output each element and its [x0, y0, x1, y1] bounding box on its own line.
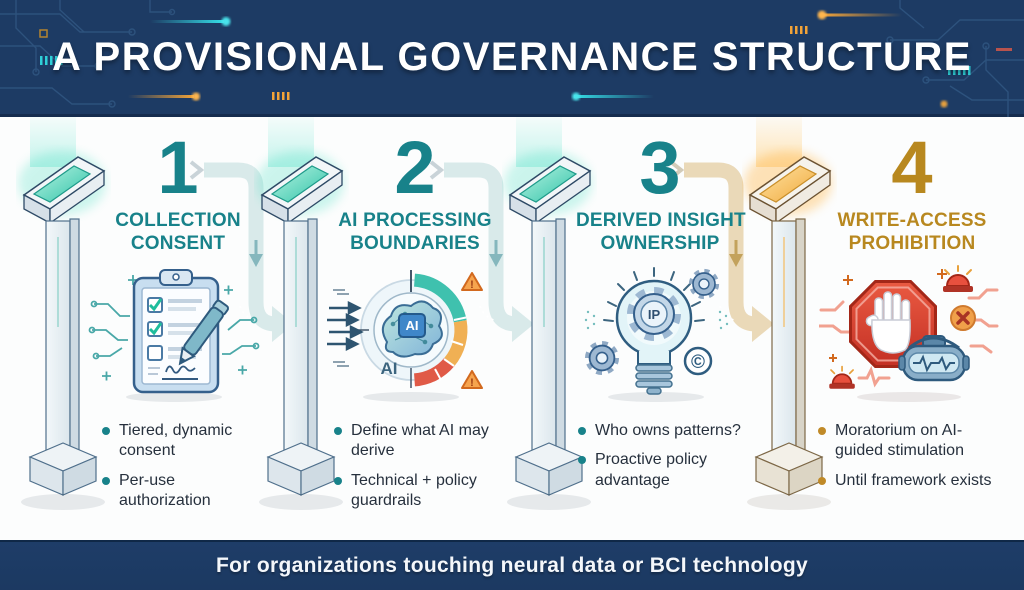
bullet-dot: [334, 426, 342, 435]
ip-lightbulb-icon: IP ©: [584, 266, 729, 402]
svg-text:!: !: [470, 377, 474, 389]
bullet-dot: [818, 426, 826, 435]
warning-triangle-icon: !: [461, 369, 483, 389]
bulb-base: [635, 363, 673, 395]
bullet-item: Who owns patterns?: [578, 421, 744, 441]
bullet-item: Per-use authorization: [102, 471, 256, 512]
column-collection-consent: 1 COLLECTION CONSENT: [16, 117, 262, 540]
clipboard-consent-icon: [88, 268, 260, 402]
svg-text:AI: AI: [381, 359, 398, 378]
signature: [148, 365, 198, 380]
svg-text:©: ©: [691, 352, 705, 373]
bullet-item: Proactive policy advantage: [578, 450, 744, 491]
pillar-graphic: [18, 117, 106, 510]
bullet-list: Who owns patterns? Proactive policy adva…: [576, 421, 744, 491]
column-ai-processing-boundaries: 2 AI PROCESSING BOUNDARIES: [254, 117, 500, 540]
bullet-dot: [578, 456, 586, 465]
x-circle-icon: [950, 304, 976, 331]
pillar-graphic: [744, 117, 832, 510]
column-derived-insight-ownership: 3 DERIVED INSIGHT OWNERSHIP: [502, 117, 748, 540]
step-number: 3: [639, 126, 681, 209]
bullet-item: Tiered, dynamic consent: [102, 421, 256, 462]
dot-texture: [584, 310, 729, 329]
pen: [178, 299, 229, 365]
main-area: 1 COLLECTION CONSENT: [0, 117, 1024, 540]
svg-text:IP: IP: [648, 307, 661, 322]
column-write-access-prohibition: 4 WRITE-ACCESS PROHIBITION: [742, 117, 1018, 540]
bullet-item: Until framework exists: [818, 471, 998, 491]
step-number: 1: [157, 126, 199, 209]
siren-icon: [829, 365, 855, 389]
circuit-decoration: [0, 0, 1024, 117]
step-number: 4: [891, 126, 933, 209]
ip-gear: IP: [627, 286, 681, 341]
bullet-list: Define what AI may derive Technical + po…: [332, 421, 498, 512]
connector-arrow-3-4: [669, 160, 774, 342]
bullet-list: Tiered, dynamic consent Per-use authoriz…: [100, 421, 256, 512]
waveform: [913, 353, 955, 373]
stop-hand: [865, 290, 911, 354]
ai-brain-gauge-icon: AI AI ! !: [327, 269, 483, 402]
step-title: DERIVED INSIGHT OWNERSHIP: [576, 210, 746, 254]
pillar-graphic: [256, 117, 344, 510]
bullet-item: Moratorium on AI-guided stimulation: [818, 421, 998, 462]
siren-icon: [943, 264, 973, 292]
gear-icon: [584, 340, 620, 375]
connector-arrow-2-3: [429, 160, 534, 342]
sparkles: [829, 268, 947, 362]
footer-tagline: For organizations touching neural data o…: [216, 554, 808, 577]
circuit-traces: [88, 274, 260, 381]
step-title: AI PROCESSING BOUNDARIES: [338, 210, 492, 254]
vr-headset: [898, 334, 970, 381]
bullet-dot: [334, 476, 342, 485]
footer-banner: For organizations touching neural data o…: [0, 540, 1024, 590]
connector-arrow-1-2: [189, 160, 294, 342]
input-arrows: [327, 300, 364, 351]
bullet-item: Define what AI may derive: [334, 421, 498, 462]
bullet-dot: [818, 476, 826, 485]
pillar-graphic: [504, 117, 592, 510]
svg-text:AI: AI: [406, 318, 419, 333]
bullet-dot: [578, 426, 586, 435]
page-title: A PROVISIONAL GOVERNANCE STRUCTURE: [52, 34, 972, 79]
header-banner: A PROVISIONAL GOVERNANCE STRUCTURE: [0, 0, 1024, 117]
ai-chip: [398, 312, 426, 338]
copyright-icon: ©: [683, 346, 713, 375]
bulb-rays: [603, 266, 705, 322]
svg-text:!: !: [470, 279, 474, 291]
warning-triangle-icon: !: [461, 271, 483, 291]
bullet-item: Technical + policy guardrails: [334, 471, 498, 512]
bullet-list: Moratorium on AI-guided stimulation Unti…: [816, 421, 998, 491]
bullet-dot: [102, 476, 110, 485]
stop-hand-vr-icon: [817, 264, 999, 402]
gear-icon: [688, 268, 720, 299]
step-title: COLLECTION CONSENT: [115, 210, 241, 254]
bullet-dot: [102, 426, 110, 435]
pulse-traces: [817, 288, 999, 388]
step-title: WRITE-ACCESS PROHIBITION: [837, 210, 987, 254]
step-number: 2: [394, 126, 436, 209]
